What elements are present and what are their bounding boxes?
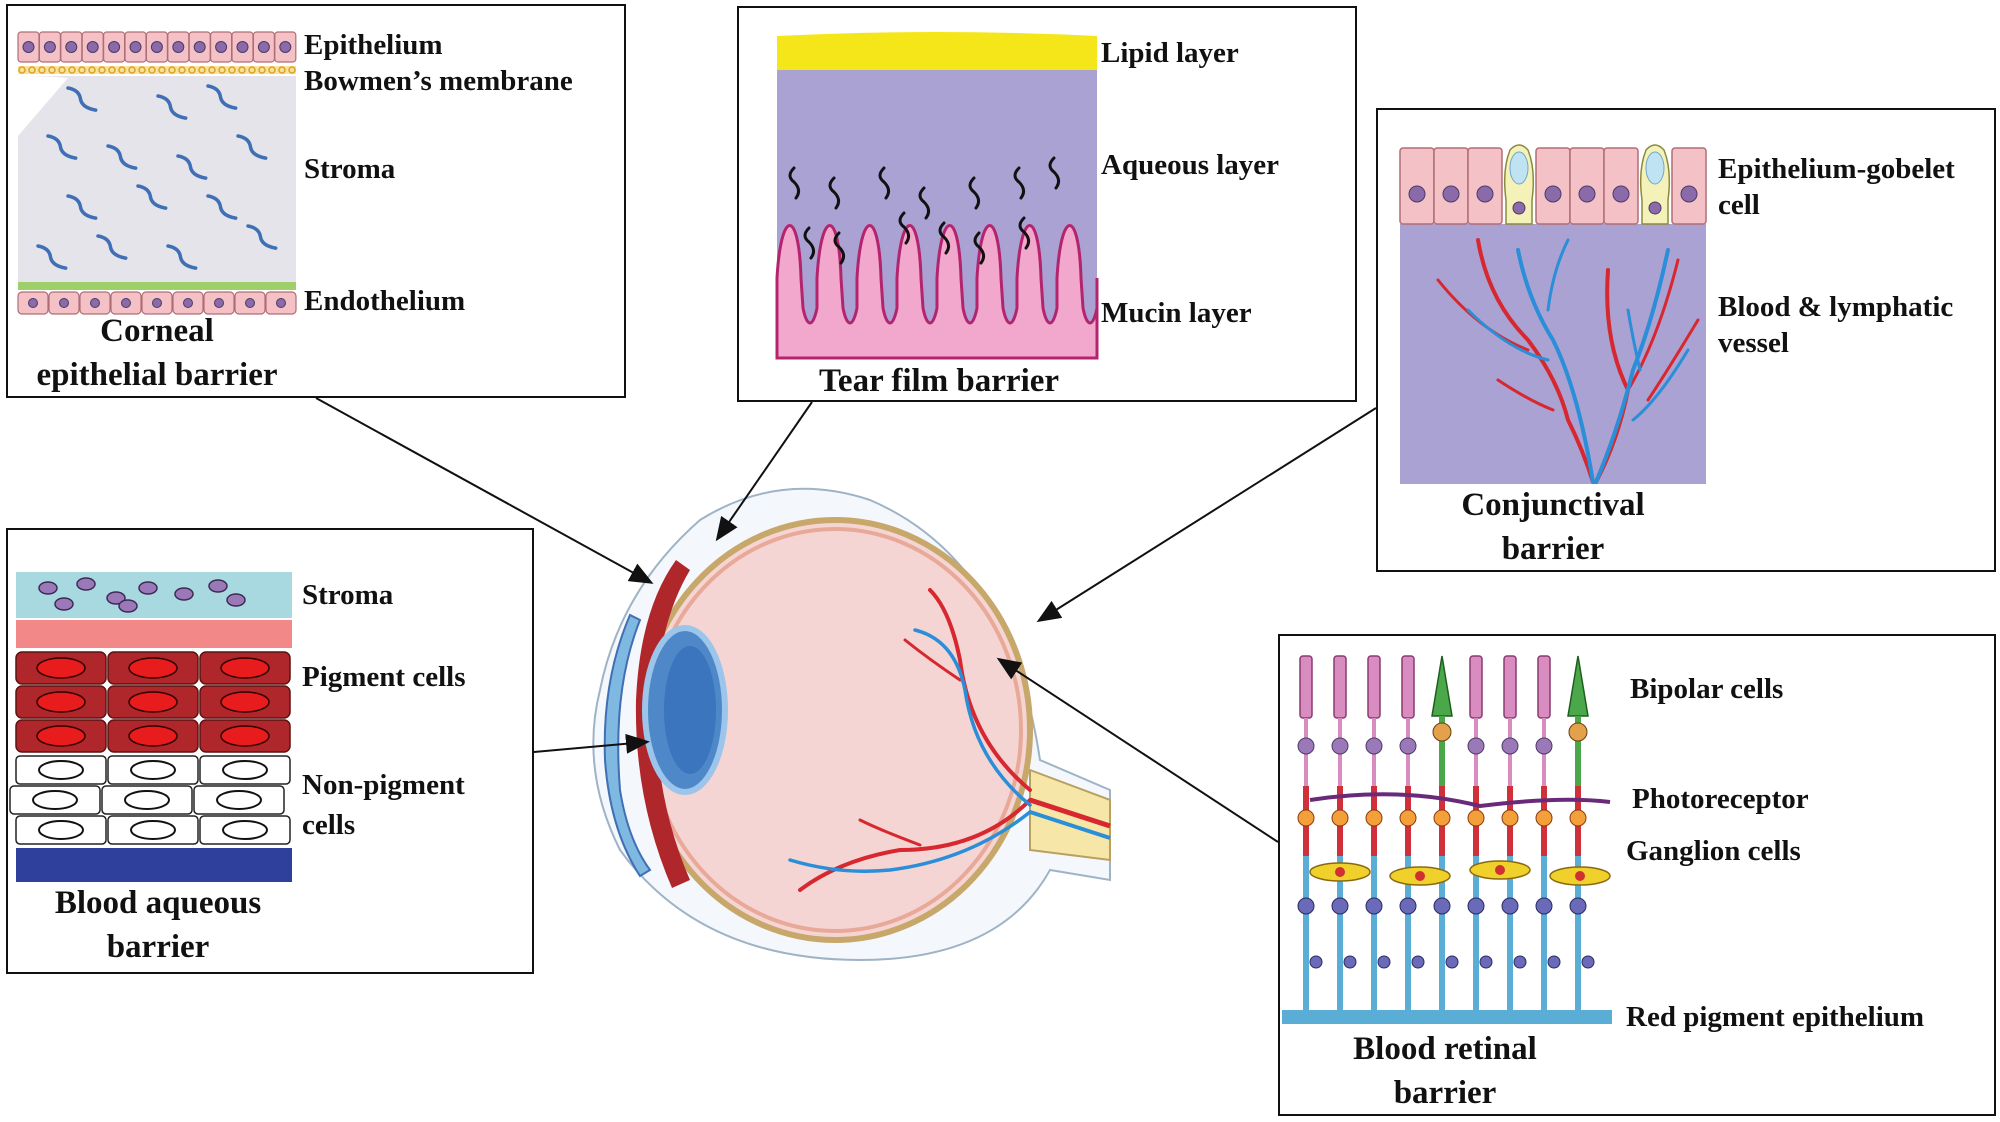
bowman-beads: [18, 66, 296, 74]
panel-tear-film-barrier: Lipid layer Aqueous layer Mucin layer Te…: [737, 6, 1357, 402]
eyeball: [592, 487, 1111, 962]
label-pigment-cells: Pigment cells: [302, 661, 466, 693]
pink-layer: [16, 620, 292, 648]
bowman-membrane: [18, 66, 296, 74]
lipid-layer-region: [777, 32, 1097, 70]
label-bipolar-cells: Bipolar cells: [1630, 673, 1784, 705]
label-non-pigment-cells: cells: [302, 809, 356, 841]
blood-layer: [16, 848, 292, 882]
retinal-vessels: [788, 588, 1032, 892]
conjunctiva-vessels: [1436, 238, 1700, 484]
panel-conjunctival-barrier: Epithelium-gobelet cell Blood & lymphati…: [1376, 108, 1996, 572]
label-red-pigment-epithelium: Red pigment epithelium: [1626, 1001, 1925, 1033]
mucin-layer-region: [775, 224, 1099, 360]
retina-cell-columns: [1297, 655, 1611, 1010]
caption-blood-retinal-line2: barrier: [1393, 1075, 1497, 1111]
stroma-region: [18, 76, 296, 286]
cornea-epithelium-cells: [17, 31, 297, 63]
label-photoreceptor: Photoreceptor: [1632, 783, 1809, 815]
conjunctiva-stroma: [1400, 224, 1706, 484]
non-pigment-cells: [9, 755, 291, 845]
label-stroma: Stroma: [304, 153, 396, 185]
label-epithelium: Epithelium: [304, 29, 443, 61]
panel-corneal-barrier: Epithelium Bowmen’s membrane Stroma Endo…: [6, 4, 626, 398]
rpe-layer: [1282, 1010, 1612, 1024]
label-bowman-membrane: Bowmen’s membrane: [304, 65, 573, 97]
conjunctiva-epithelium-cells: [1399, 144, 1707, 225]
stroma-fibers: [36, 84, 278, 270]
label-epithelium-gobelet: Epithelium-gobelet: [1718, 153, 1955, 185]
label-vessel: vessel: [1718, 327, 1789, 359]
label-aqueous-layer: Aqueous layer: [1101, 149, 1280, 181]
label-ganglion-cells: Ganglion cells: [1626, 835, 1801, 867]
caption-tear-film: Tear film barrier: [818, 363, 1060, 399]
panel-blood-aqueous-barrier: Stroma Pigment cells Non-pigment cells B…: [6, 528, 534, 974]
descemet-layer: [18, 282, 296, 290]
retina-illustration: [1282, 655, 1612, 1024]
label-blood-lymphatic: Blood & lymphatic: [1718, 291, 1954, 323]
caption-conjunctival-line2: barrier: [1501, 531, 1605, 567]
label-endothelium: Endothelium: [304, 285, 466, 317]
label-aqueous-stroma: Stroma: [302, 579, 394, 611]
caption-blood-aqueous-line2: barrier: [106, 929, 210, 965]
label-gobelet-cell: cell: [1718, 189, 1760, 221]
stroma-cells: [38, 577, 246, 613]
caption-blood-retinal-line1: Blood retinal: [1353, 1031, 1537, 1067]
label-mucin-layer: Mucin layer: [1101, 297, 1252, 329]
cornea-illustration: [17, 31, 297, 315]
pigment-cells: [15, 651, 291, 753]
stroma-corner: [18, 76, 68, 136]
tear-film-illustration: [775, 32, 1099, 360]
caption-conjunctival-line1: Conjunctival: [1461, 487, 1645, 523]
label-non-pigment: Non-pigment: [302, 769, 465, 801]
panel-blood-retinal-barrier: Bipolar cells Photoreceptor Ganglion cel…: [1278, 634, 1996, 1116]
conjunctiva-illustration: [1399, 144, 1707, 484]
caption-blood-aqueous-line1: Blood aqueous: [54, 885, 262, 921]
cornea-endothelium-cells: [17, 291, 297, 315]
mucin-strands: [788, 156, 1061, 265]
aqueous-stroma: [16, 572, 292, 618]
blood-aqueous-illustration: [9, 572, 292, 882]
label-lipid-layer: Lipid layer: [1101, 37, 1239, 69]
caption-corneal-line1: Corneal: [100, 313, 214, 349]
caption-corneal-line2: epithelial barrier: [36, 357, 278, 393]
